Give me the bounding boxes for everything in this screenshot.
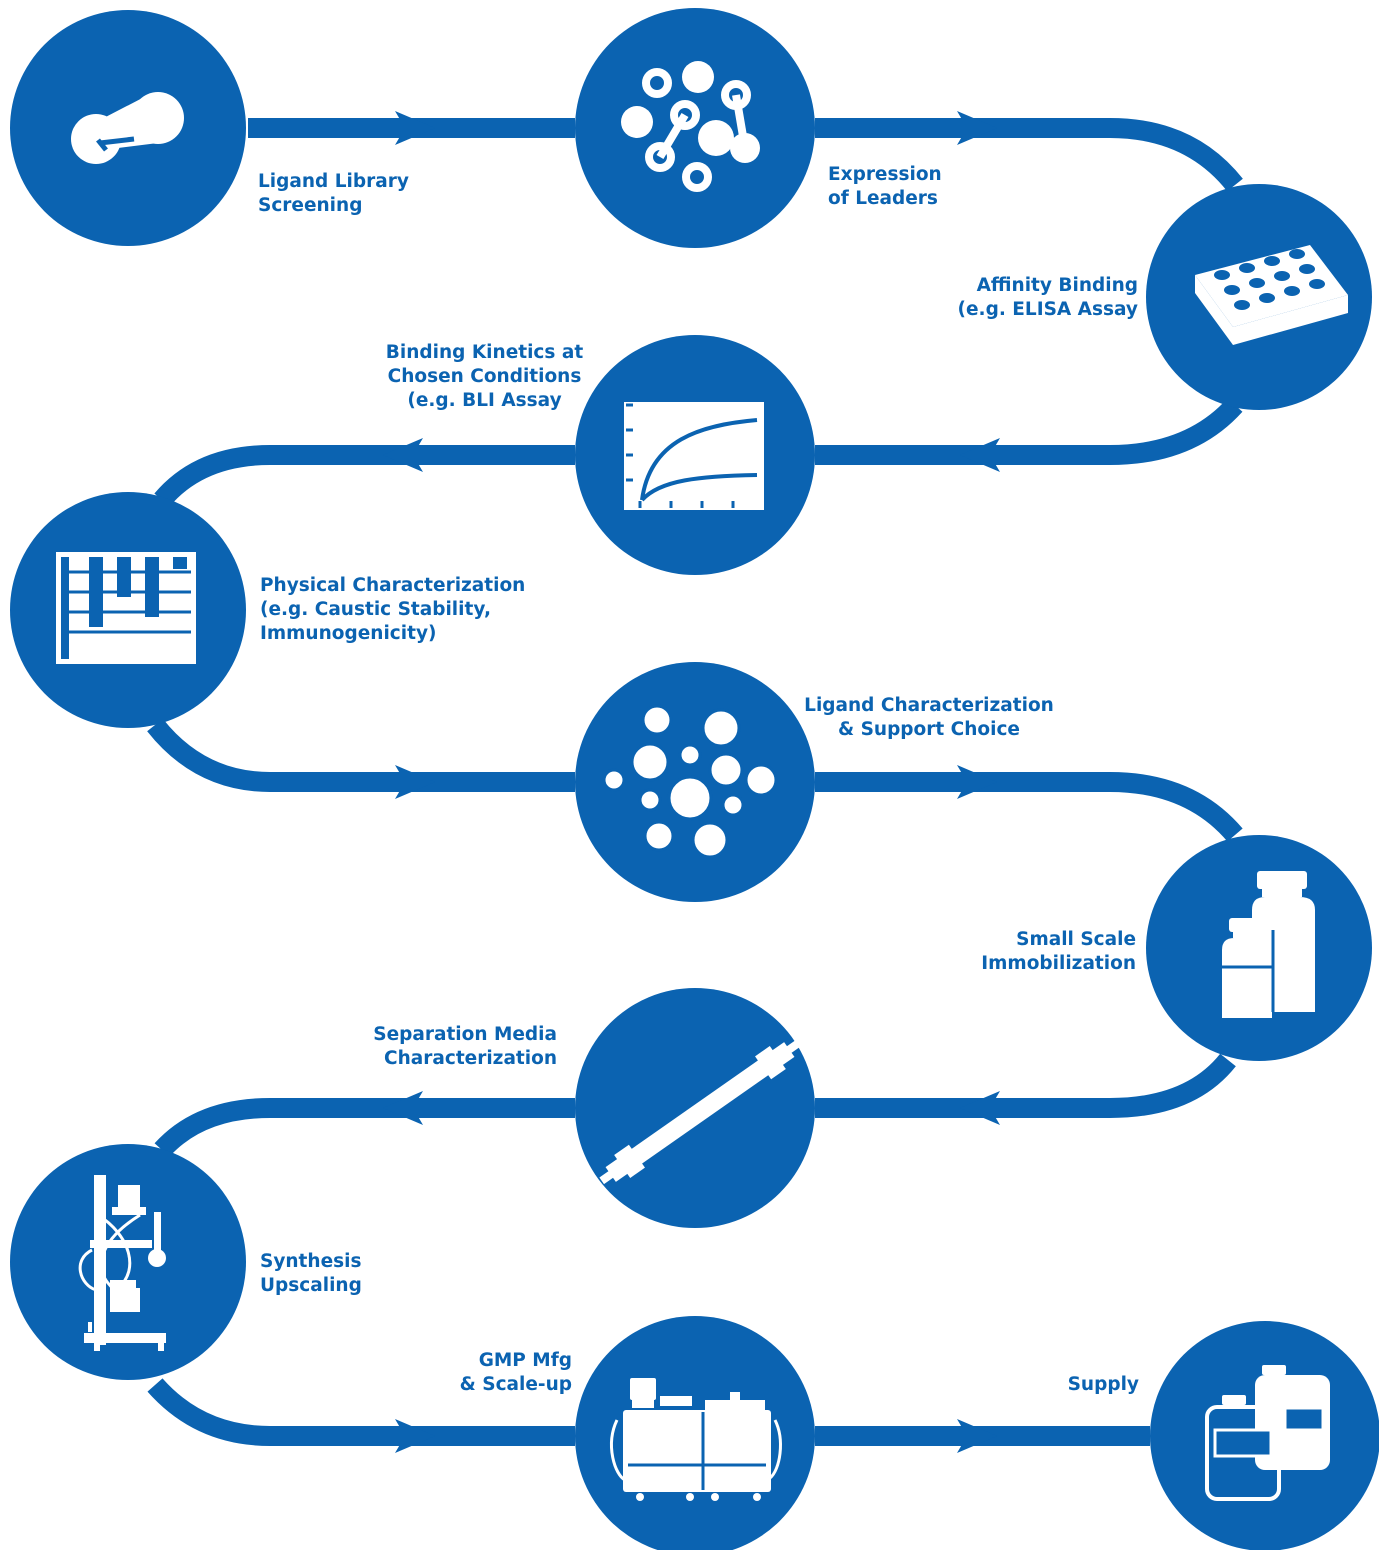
flow-nodes [10,8,1379,1550]
step-node-7 [1146,835,1372,1061]
step-node-3 [1146,184,1372,410]
step-node-5 [10,492,246,728]
ligand-molecule-icon [71,92,184,164]
connector-5-6 [147,718,575,792]
connector-9-10 [147,1378,575,1446]
beads-icon [602,704,778,859]
step-node-10 [575,1316,815,1550]
step-label-6: Ligand Characterization & Support Choice [804,695,1054,740]
connector-3-4 [815,398,1243,465]
connector-7-8 [815,1053,1236,1118]
step-node-1 [10,10,246,246]
step-node-8 [575,988,815,1228]
flow-connectors [147,118,1243,1446]
column-icon [599,1039,801,1185]
step-label-10: GMP Mfg & Scale-up [459,1350,572,1395]
gmp-equipment-icon [610,1378,782,1501]
kinetics-curve-icon [624,402,764,510]
connector-6-7 [815,772,1243,842]
step-label-2: Expression of Leaders [828,164,942,209]
connector-2-3 [815,118,1243,192]
step-node-2 [575,8,815,248]
step-label-3: Affinity Binding (e.g. ELISA Assay [957,275,1138,320]
step-label-9: Synthesis Upscaling [260,1251,362,1296]
step-node-4 [575,335,815,575]
step-label-5: Physical Characterization (e.g. Caustic … [260,575,526,644]
step-label-4: Binding Kinetics at Chosen Conditions (e… [385,342,584,411]
containers-icon [1205,1365,1330,1501]
bar-chart-icon [56,552,196,664]
bottles-icon [1222,871,1315,1018]
step-label-11: Supply [1067,1374,1139,1395]
connector-4-5 [154,445,575,507]
step-node-11 [1150,1321,1379,1550]
well-plate-icon [1195,245,1348,345]
step-label-7: Small Scale Immobilization [981,929,1136,974]
connector-8-9 [154,1098,575,1157]
step-label-1: Ligand Library Screening [258,171,409,216]
reactor-icon [78,1175,166,1351]
step-label-8: Separation Media Characterization [373,1024,557,1069]
molecule-network-icon [621,61,760,192]
step-node-9 [10,1144,246,1380]
step-node-6 [575,662,815,902]
